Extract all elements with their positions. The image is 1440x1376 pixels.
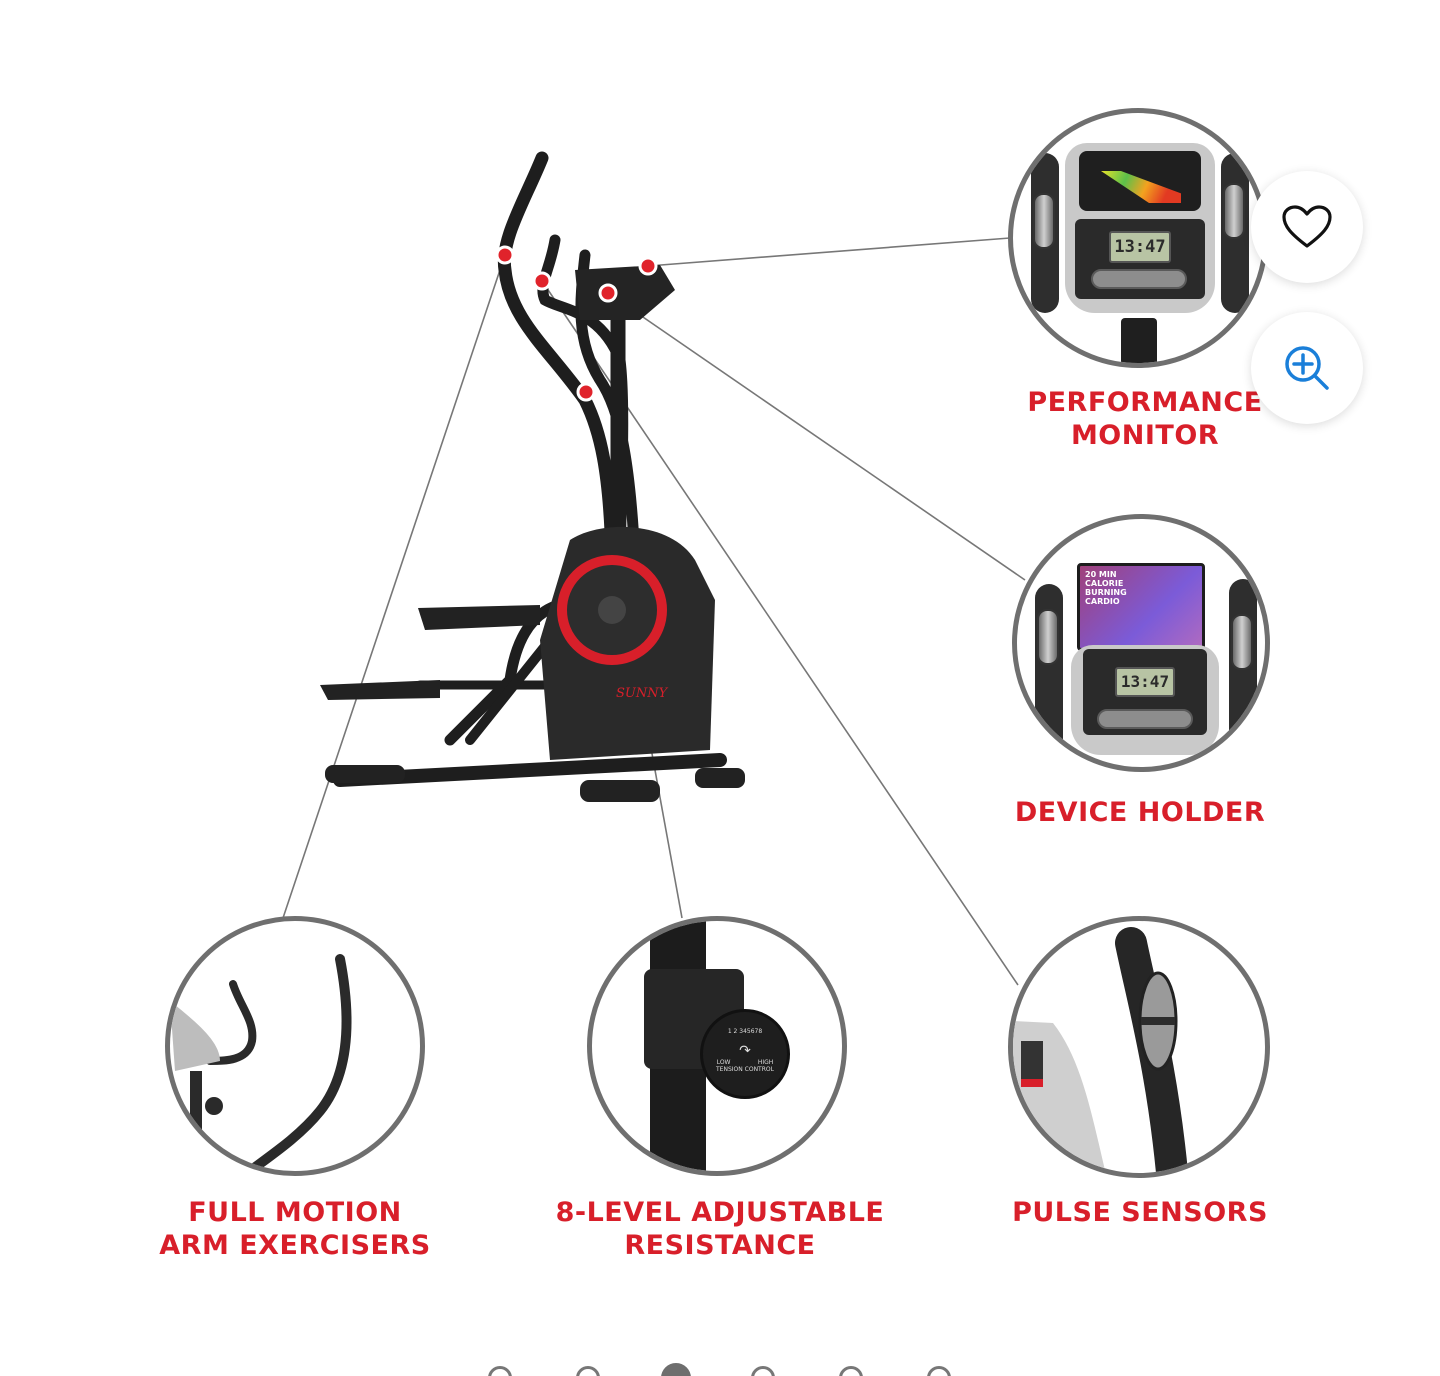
elliptical-machine-image: SUNNY (320, 151, 745, 802)
monitor-lcd: 13:47 (1109, 231, 1171, 263)
feature-circle-performance-monitor: 13:47 (1008, 108, 1268, 368)
carousel-dot-2[interactable] (576, 1366, 600, 1376)
carousel-dot-3-active[interactable] (661, 1363, 691, 1376)
product-image[interactable]: SUNNY (0, 0, 1440, 1340)
brand-logo: SUNNY (616, 686, 669, 701)
feature-label-performance-monitor: PERFORMANCE MONITOR (1027, 387, 1263, 451)
feature-label-pulse-sensors: PULSE SENSORS (1012, 1197, 1268, 1228)
carousel-dot-4[interactable] (751, 1366, 775, 1376)
feature-label-device-holder: DEVICE HOLDER (1014, 797, 1266, 828)
feature-circle-device-holder: 20 MIN CALORIE BURNING CARDIO 13:47 (1012, 514, 1270, 772)
feature-circle-adjustable-resistance: 1 2 345678 ↷ LOW HIGH TENSION CONTROL (587, 916, 847, 1176)
feature-circle-pulse-sensors (1008, 916, 1270, 1178)
zoom-in-icon (1285, 346, 1329, 390)
carousel-dot-1[interactable] (488, 1366, 512, 1376)
favorite-button[interactable] (1251, 171, 1363, 283)
tablet-screen: 20 MIN CALORIE BURNING CARDIO (1077, 563, 1205, 651)
heart-icon (1282, 205, 1332, 248)
carousel-dot-5[interactable] (839, 1366, 863, 1376)
feature-label-arm-exercisers: FULL MOTION ARM EXERCISERS (159, 1197, 431, 1261)
device-holder-lcd: 13:47 (1115, 667, 1175, 697)
feature-circle-arm-exercisers (165, 916, 425, 1176)
feature-label-adjustable-resistance: 8-LEVEL ADJUSTABLE RESISTANCE (555, 1197, 885, 1261)
zoom-button[interactable] (1251, 312, 1363, 424)
carousel-dot-6[interactable] (927, 1366, 951, 1376)
tension-knob: 1 2 345678 ↷ LOW HIGH TENSION CONTROL (700, 1009, 790, 1099)
carousel-pagination (0, 1363, 1440, 1376)
